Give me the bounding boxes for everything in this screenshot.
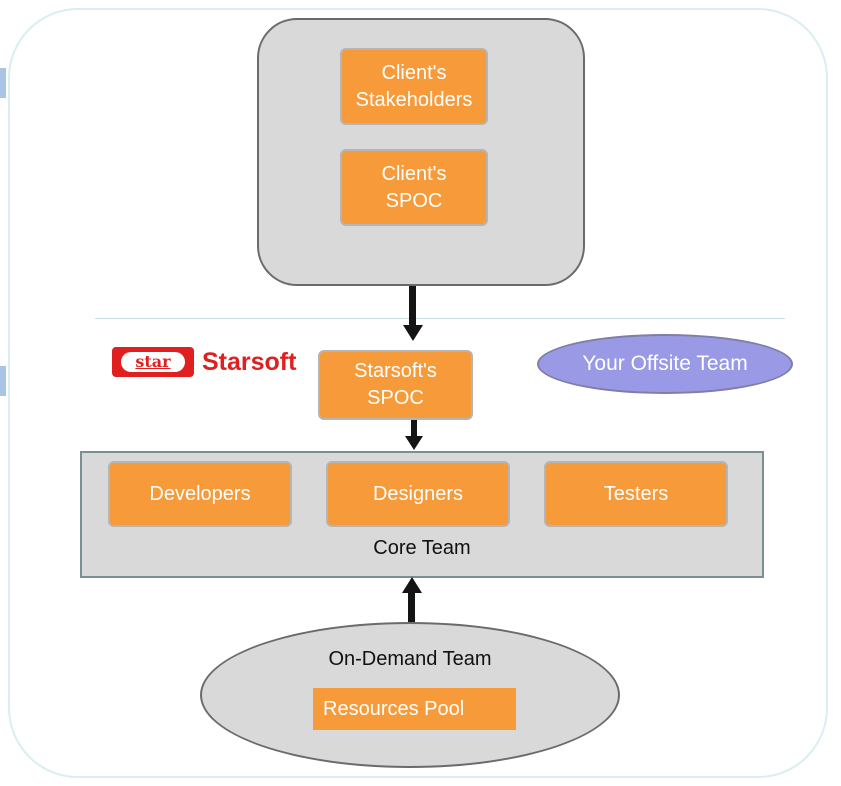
starsoft-spoc-label: Starsoft's SPOC xyxy=(354,360,437,409)
client-spoc-node: Client's SPOC xyxy=(340,149,488,226)
arrow-ondemand-to-core-head xyxy=(402,577,422,593)
divider-line xyxy=(95,318,785,319)
designers-node: Designers xyxy=(326,461,510,527)
starsoft-logo-text: Starsoft xyxy=(202,348,297,376)
testers-label: Testers xyxy=(603,482,669,505)
core-team-label: Core Team xyxy=(373,537,471,559)
client-stakeholders-node: Client's Stakeholders xyxy=(340,48,488,125)
arrow-spoc-to-core-head xyxy=(405,436,423,450)
arrow-spoc-to-core-shaft xyxy=(411,420,417,438)
side-tab-middle xyxy=(0,366,6,396)
resources-pool-node: Resources Pool xyxy=(313,688,516,730)
offsite-team-ellipse: Your Offsite Team xyxy=(537,334,793,394)
logo-badge-text: star xyxy=(121,352,185,372)
arrow-ondemand-to-core-shaft xyxy=(408,592,415,626)
client-spoc-label: Client's SPOC xyxy=(381,162,447,212)
designers-label: Designers xyxy=(372,482,464,505)
testers-node: Testers xyxy=(544,461,728,527)
starsoft-spoc-node: Starsoft's SPOC xyxy=(318,350,473,420)
offsite-team-label: Your Offsite Team xyxy=(582,352,748,375)
arrow-client-to-starsoft-head xyxy=(403,325,423,341)
starsoft-logo-badge: star xyxy=(112,347,194,377)
on-demand-team-label: On-Demand Team xyxy=(328,648,492,670)
resources-pool-label: Resources Pool xyxy=(323,697,465,720)
client-stakeholders-label: Client's Stakeholders xyxy=(355,61,473,111)
arrow-client-to-starsoft-shaft xyxy=(409,286,416,326)
side-tab-top xyxy=(0,68,6,98)
developers-label: Developers xyxy=(149,482,251,505)
developers-node: Developers xyxy=(108,461,292,527)
